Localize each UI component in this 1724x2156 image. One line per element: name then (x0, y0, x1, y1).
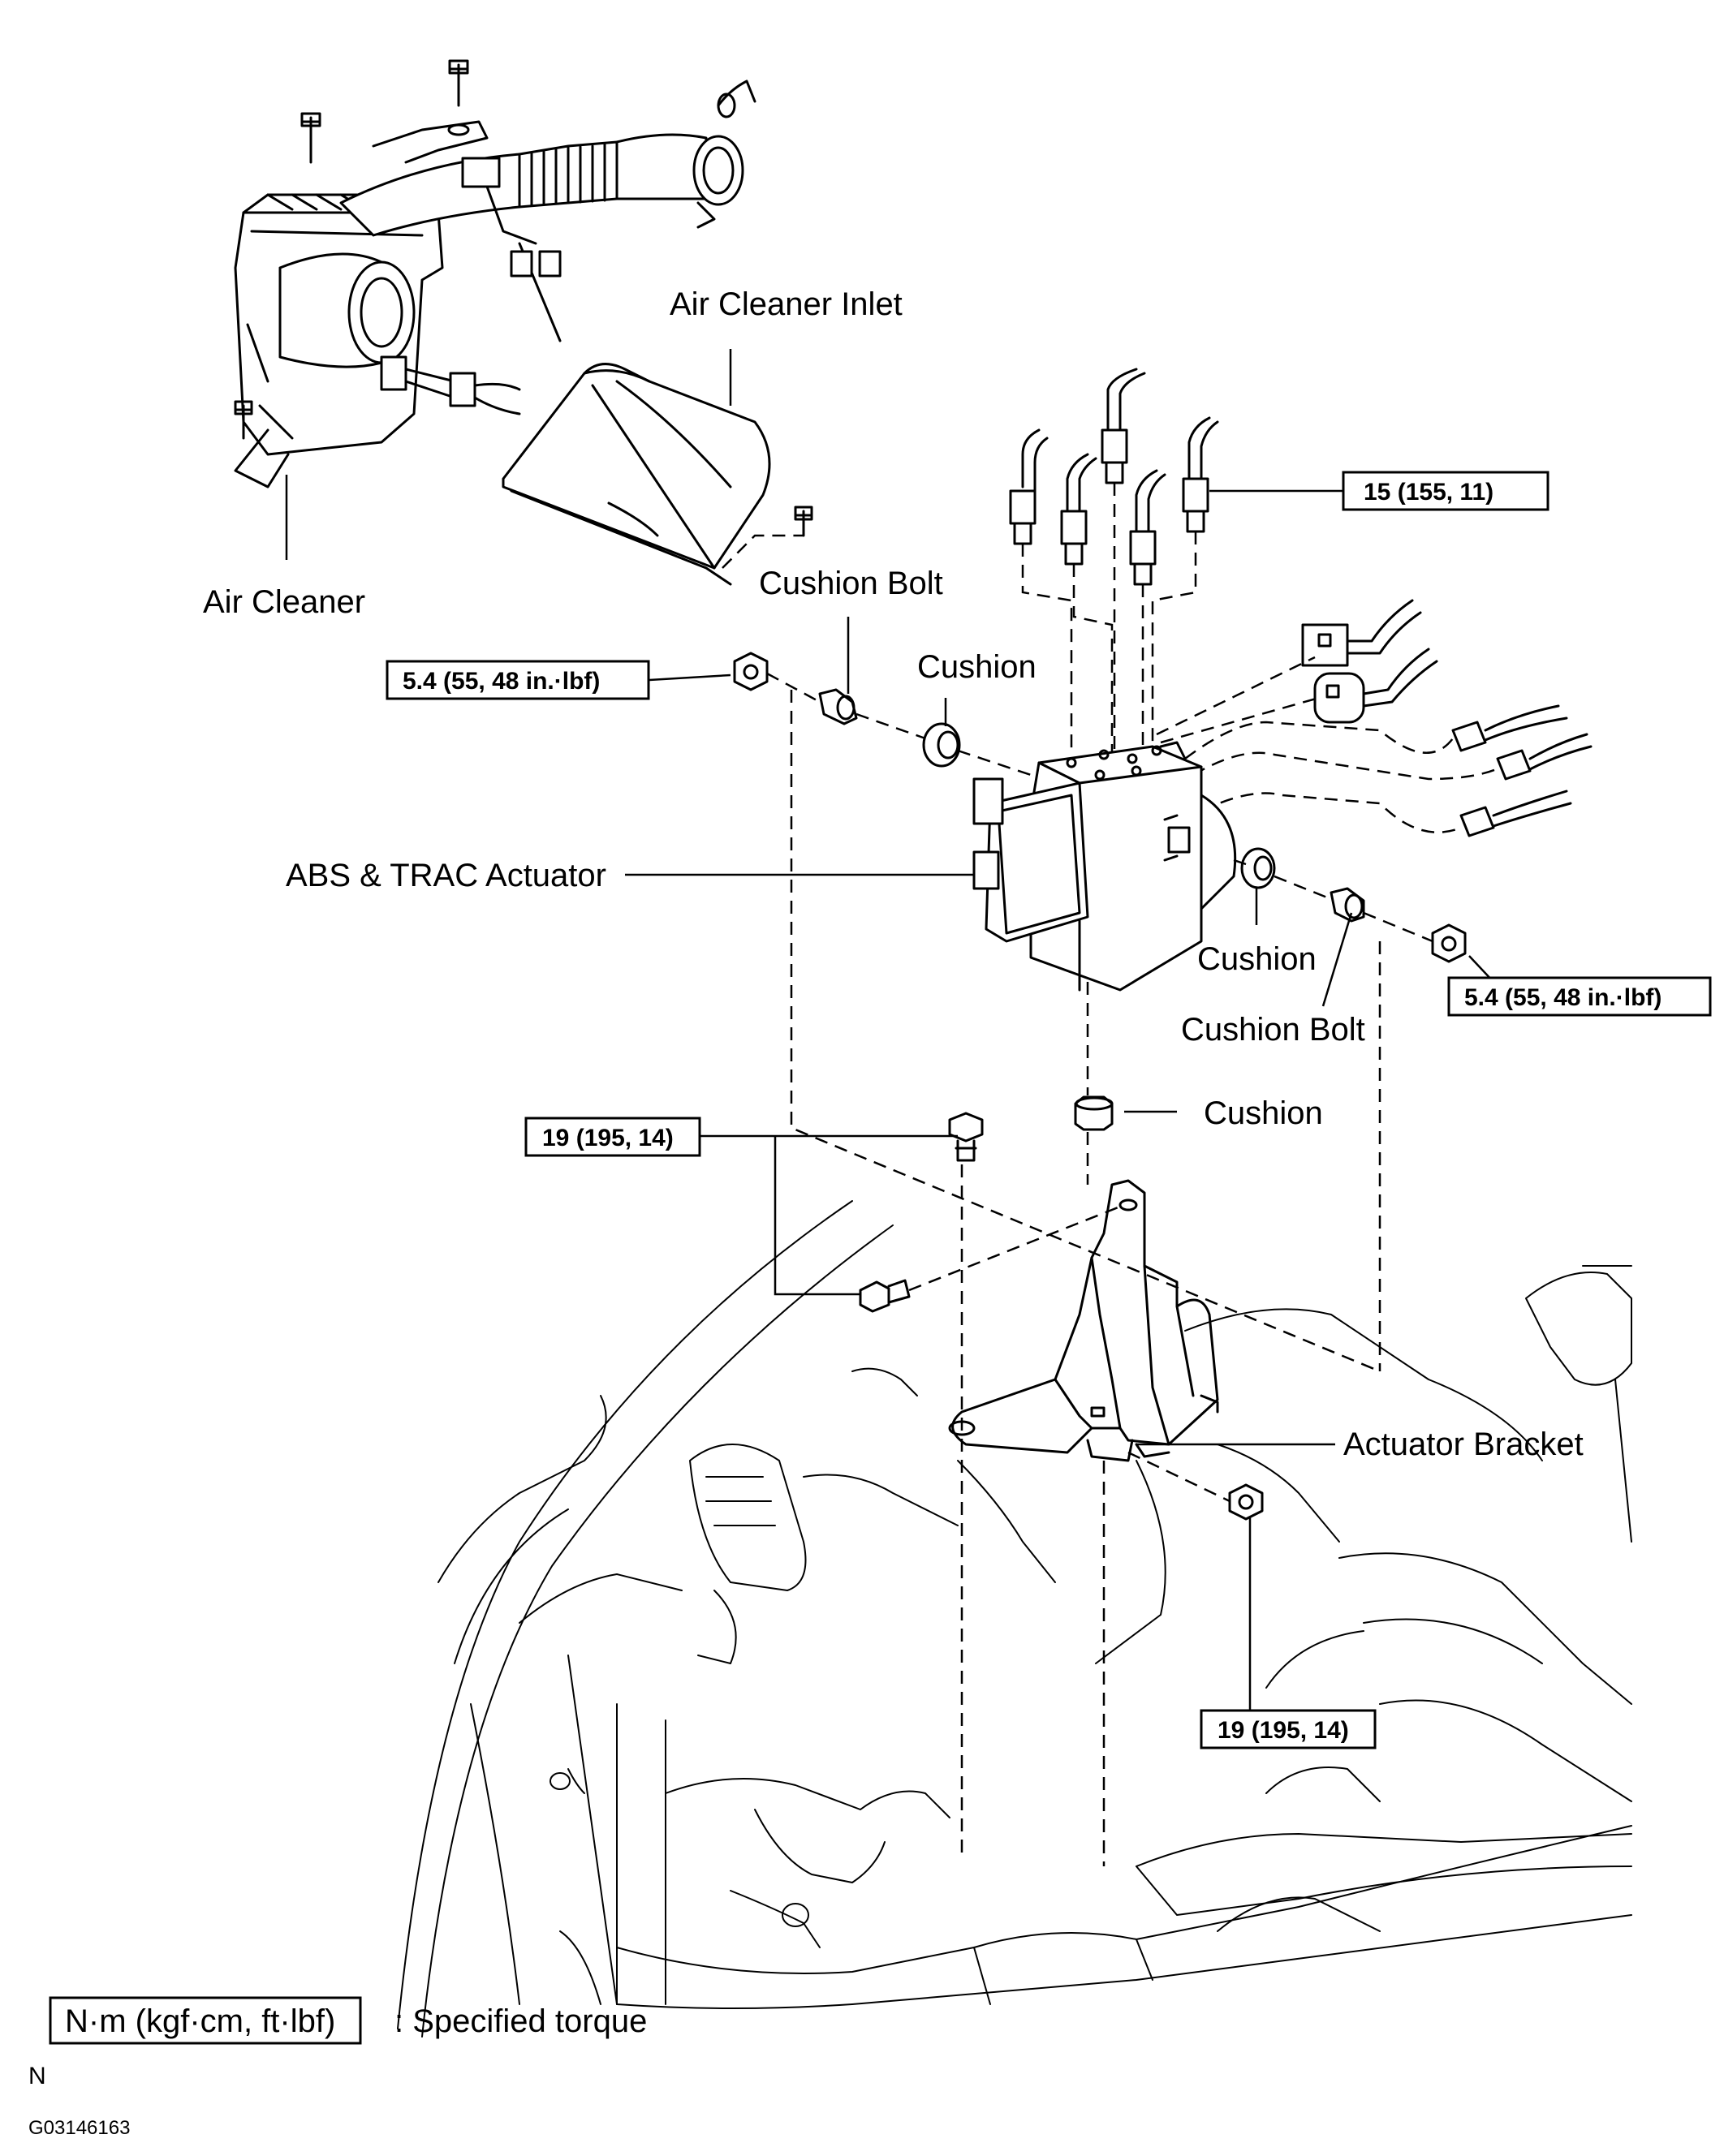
abs-trac-actuator-drawing (972, 741, 1237, 992)
air-cleaner-drawing (234, 59, 521, 488)
label-air-cleaner-inlet: Air Cleaner Inlet (670, 286, 903, 322)
legend-unit-box (49, 1996, 362, 2045)
label-actuator-bracket: Actuator Bracket (1343, 1427, 1584, 1462)
alignment-dash-lines (790, 690, 1381, 1866)
torque-box-nut-left (386, 660, 650, 700)
leader-lines (285, 349, 1494, 1720)
legend-description: : Specified torque (394, 2003, 647, 2039)
air-cleaner-inlet-drawing (502, 363, 813, 586)
engine-bay-outline (397, 1200, 1632, 2038)
torque-box-brake-lines (1342, 471, 1549, 511)
label-cushion-bolt-right: Cushion Bolt (1181, 1012, 1365, 1048)
actuator-bracket-drawing (948, 1179, 1219, 1462)
label-air-cleaner: Air Cleaner (203, 584, 365, 620)
label-cushion-top: Cushion (917, 649, 1037, 685)
footer-letter: N (28, 2063, 46, 2089)
intake-hose-drawing (339, 80, 756, 342)
torque-bracket-bolts: 19 (195, 14) (542, 1125, 674, 1151)
torque-box-bracket-nut (1200, 1709, 1377, 1749)
bracket-hardware (859, 1112, 1264, 1521)
label-cushion-right: Cushion (1197, 941, 1317, 977)
brake-lines-drawing (1009, 368, 1219, 763)
figure-code: G03146163 (28, 2117, 130, 2139)
torque-nut-left: 5.4 (55, 48 in.·lbf) (403, 668, 600, 695)
label-abs-trac-actuator: ABS & TRAC Actuator (286, 858, 606, 893)
connectors-drawing (1156, 599, 1593, 837)
torque-brake-lines: 15 (155, 11) (1364, 479, 1493, 506)
torque-bracket-nut: 19 (195, 14) (1218, 1717, 1349, 1744)
label-cushion-lower: Cushion (1204, 1095, 1323, 1131)
torque-box-bracket-bolts (524, 1117, 701, 1157)
torque-nut-right: 5.4 (55, 48 in.·lbf) (1464, 984, 1662, 1011)
label-cushion-bolt-top: Cushion Bolt (759, 566, 943, 601)
torque-box-nut-right (1447, 976, 1712, 1017)
actuator-mount-hardware (733, 652, 1467, 1131)
legend-unit-text: N·m (kgf·cm, ft·lbf) (65, 2003, 335, 2039)
